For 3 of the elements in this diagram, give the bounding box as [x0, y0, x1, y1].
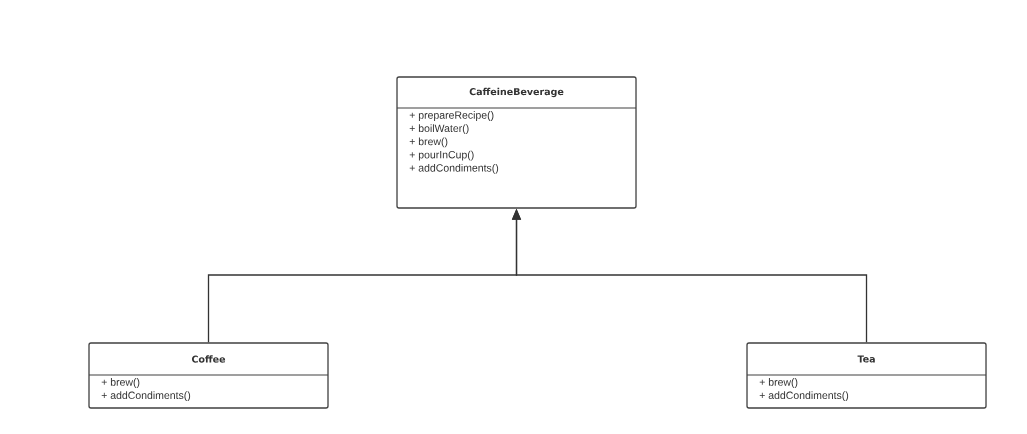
- class-box: Tea + brew() + addCondiments(): [746, 342, 987, 409]
- class-box: Coffee + brew() + addCondiments(): [88, 342, 329, 409]
- class-box: CaffeineBeverage + prepareRecipe() + boilWater() + brew() + pourInCup() + addCondiments(): [396, 76, 637, 209]
